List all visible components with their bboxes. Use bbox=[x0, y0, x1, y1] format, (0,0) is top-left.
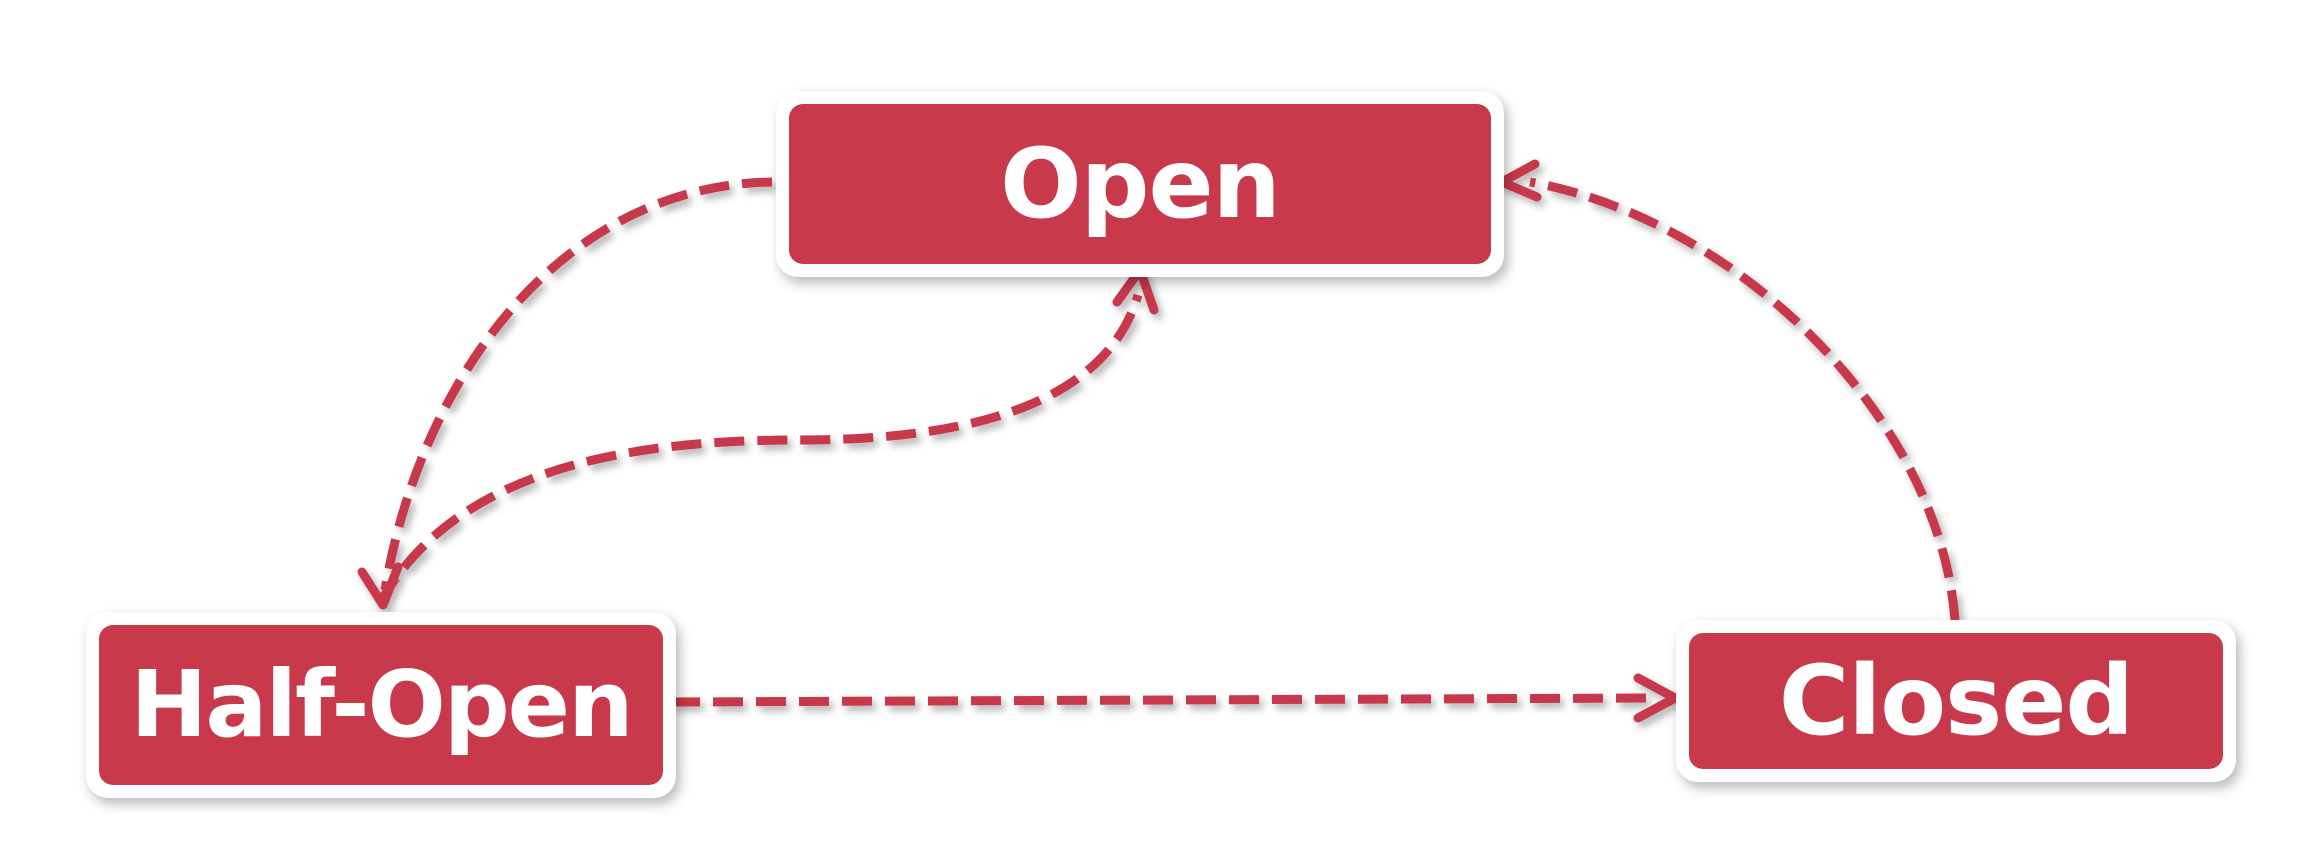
state-node-half-open: Half-Open bbox=[86, 612, 676, 798]
state-node-open: Open bbox=[776, 91, 1504, 277]
state-node-half-open-body: Half-Open bbox=[99, 625, 663, 785]
edge-open-to-half-open bbox=[380, 177, 773, 591]
state-label-closed: Closed bbox=[1778, 645, 2134, 757]
edge-closed-to-open bbox=[1529, 177, 1960, 621]
arrowhead-closed-from-half-open bbox=[1633, 673, 1680, 723]
state-node-closed-body: Closed bbox=[1689, 633, 2223, 769]
state-node-open-body: Open bbox=[789, 104, 1491, 264]
state-label-half-open: Half-Open bbox=[130, 651, 633, 758]
edge-half-open-to-open bbox=[376, 293, 1143, 606]
state-node-closed: Closed bbox=[1676, 620, 2236, 782]
state-label-open: Open bbox=[1000, 128, 1281, 240]
edge-half-open-to-closed bbox=[669, 693, 1651, 707]
